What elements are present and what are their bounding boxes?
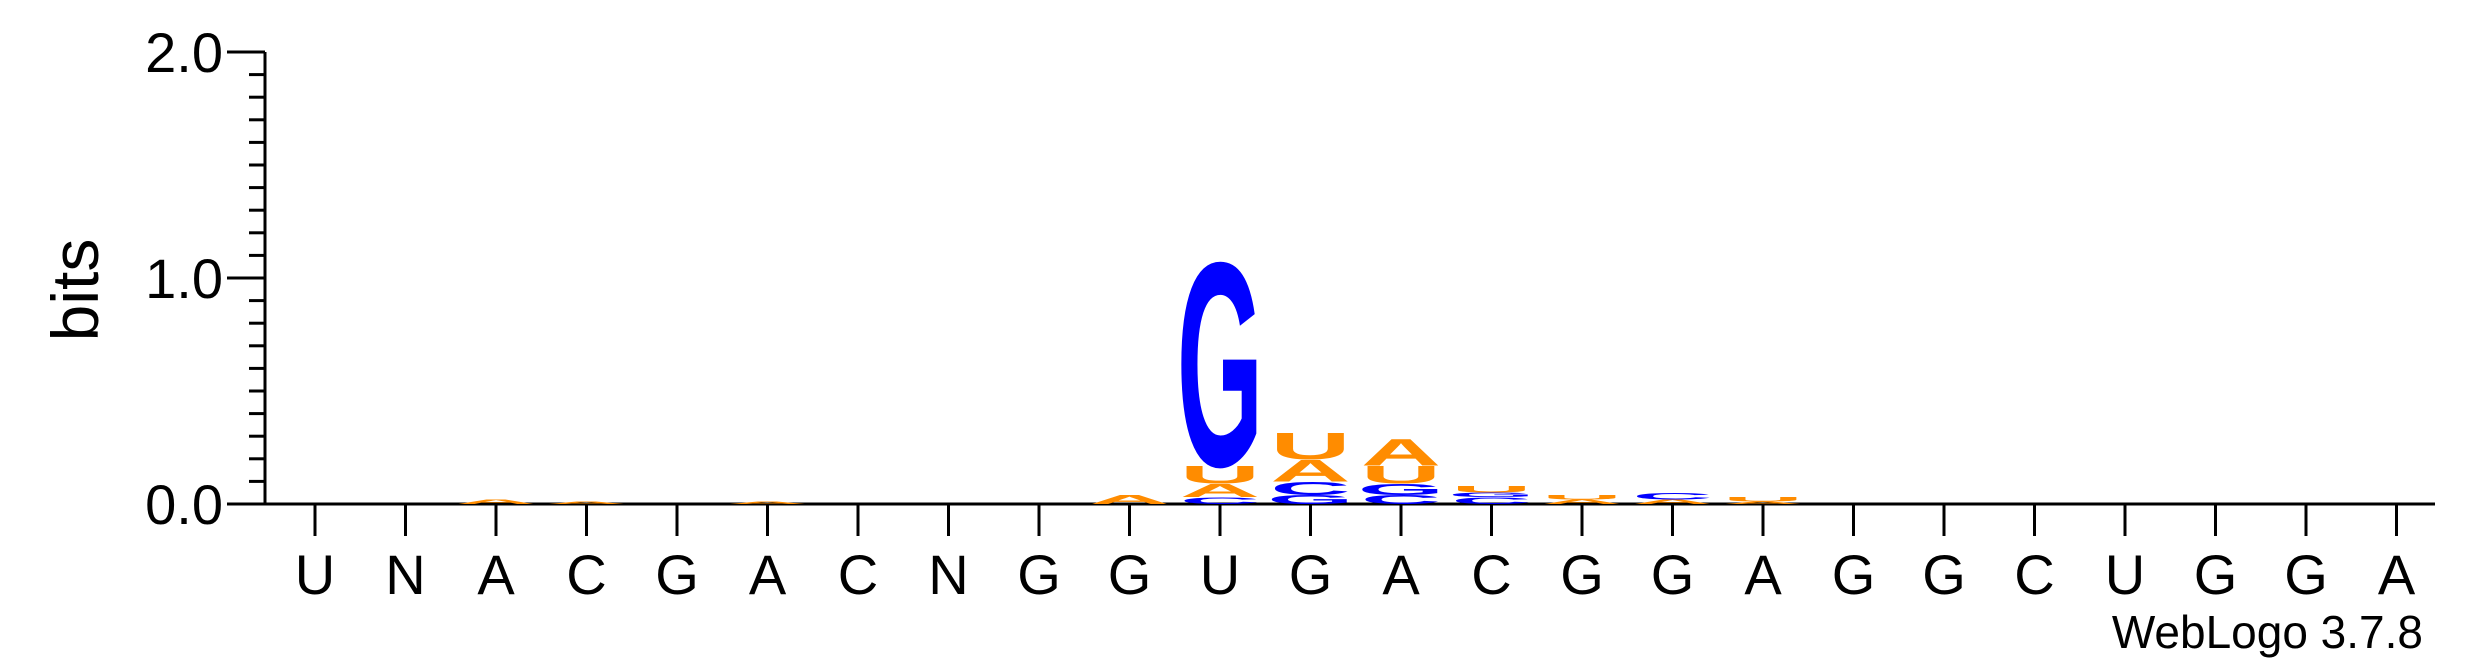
logo-letter-glyph: A bbox=[1723, 501, 1803, 505]
logo-letter-g: G bbox=[1358, 481, 1444, 499]
y-tick-label: 2.0 bbox=[145, 21, 223, 84]
logo-letter-u: U bbox=[1180, 461, 1260, 489]
x-tick-label: G bbox=[1017, 543, 1061, 606]
x-tick-label: G bbox=[2194, 543, 2238, 606]
x-tick-label: A bbox=[1744, 543, 1782, 606]
logo-letter-u: U bbox=[1270, 425, 1350, 467]
logo-letter-a: A bbox=[1632, 498, 1712, 505]
logo-letter-glyph: C bbox=[1632, 491, 1712, 502]
x-tick-label: A bbox=[477, 543, 515, 606]
logo-letter-u: U bbox=[1542, 494, 1622, 501]
logo-letter-glyph: A bbox=[1361, 432, 1441, 474]
logo-letter-glyph: G bbox=[1177, 201, 1263, 527]
logo-letter-a: A bbox=[1723, 501, 1803, 505]
logo-letter-a: A bbox=[1542, 498, 1622, 505]
x-tick-label: A bbox=[1382, 543, 1420, 606]
logo-letter-a: A bbox=[1180, 480, 1260, 501]
x-tick-label: C bbox=[1471, 543, 1511, 606]
logo-letter-c: C bbox=[1180, 496, 1260, 507]
logo-letter-glyph: A bbox=[727, 501, 807, 505]
logo-letter-c: C bbox=[1632, 491, 1712, 502]
x-tick-label: A bbox=[2378, 543, 2416, 606]
logo-letter-a: A bbox=[727, 501, 807, 505]
x-tick-label: U bbox=[2105, 543, 2145, 606]
logo-letter-glyph: U bbox=[1180, 461, 1260, 489]
x-tick-label: G bbox=[1560, 543, 1604, 606]
x-tick-label: C bbox=[838, 543, 878, 606]
logo-letter-c: C bbox=[1361, 493, 1441, 507]
x-tick-label: C bbox=[566, 543, 606, 606]
y-tick-label: 1.0 bbox=[145, 247, 223, 310]
logo-letter-glyph: A bbox=[1632, 498, 1712, 505]
logo-letter-glyph: C bbox=[1451, 496, 1531, 507]
logo-letter-glyph: G bbox=[1448, 492, 1534, 499]
x-tick-label: G bbox=[1289, 543, 1333, 606]
logo-letter-a: A bbox=[456, 498, 536, 505]
y-axis: 0.0 1.0 2.0 bbox=[145, 21, 267, 536]
logo-letter-u: U bbox=[1361, 461, 1441, 489]
logo-letter-g: G bbox=[1177, 201, 1263, 527]
x-tick-label: G bbox=[1651, 543, 1695, 606]
logo-letter-glyph: G bbox=[1267, 493, 1353, 507]
x-tick-label: U bbox=[295, 543, 335, 606]
logo-letter-glyph: A bbox=[1089, 493, 1169, 507]
logo-letter-u: U bbox=[1723, 496, 1803, 503]
y-axis-label: bits bbox=[38, 239, 112, 342]
logo-letter-a: A bbox=[1089, 493, 1169, 507]
logo-letter-glyph: U bbox=[1542, 494, 1622, 501]
x-tick-label: U bbox=[1200, 543, 1240, 606]
logo-letter-glyph: U bbox=[1451, 484, 1531, 495]
logo-letter-a: A bbox=[546, 501, 626, 505]
x-tick-label: G bbox=[1108, 543, 1152, 606]
logo-letter-a: A bbox=[1361, 432, 1441, 474]
logo-letter-glyph: G bbox=[1358, 481, 1444, 499]
x-tick-label: G bbox=[1922, 543, 1966, 606]
x-tick-label: N bbox=[928, 543, 968, 606]
x-tick-label: N bbox=[385, 543, 425, 606]
logo-letter-glyph: A bbox=[1270, 453, 1350, 488]
logo-letter-u: U bbox=[1451, 484, 1531, 495]
logo-letter-glyph: U bbox=[1361, 461, 1441, 489]
logo-letter-glyph: U bbox=[1270, 425, 1350, 467]
logo-letter-c: C bbox=[1270, 478, 1350, 499]
weblogo-version-label: WebLogo 3.7.8 bbox=[2112, 606, 2423, 658]
logo-letter-glyph: C bbox=[1180, 496, 1260, 507]
logo-letter-glyph: C bbox=[1270, 478, 1350, 499]
logo-letter-g: G bbox=[1448, 492, 1534, 499]
x-tick-label: G bbox=[655, 543, 699, 606]
x-tick-label: G bbox=[1832, 543, 1876, 606]
logo-letter-glyph: A bbox=[546, 501, 626, 505]
logo-letter-glyph: C bbox=[1361, 493, 1441, 507]
logo-letter-c: C bbox=[1451, 496, 1531, 507]
y-tick-label: 0.0 bbox=[145, 473, 223, 536]
logo-letter-glyph: U bbox=[1723, 496, 1803, 503]
logo-letter-g: G bbox=[1267, 493, 1353, 507]
x-tick-label: C bbox=[2014, 543, 2054, 606]
logo-letter-glyph: A bbox=[1180, 480, 1260, 501]
logo-letter-glyph: A bbox=[456, 498, 536, 505]
logo-letter-glyph: A bbox=[1542, 498, 1622, 505]
x-tick-label: G bbox=[2284, 543, 2328, 606]
x-tick-label: A bbox=[749, 543, 787, 606]
logo-letter-a: A bbox=[1270, 453, 1350, 488]
